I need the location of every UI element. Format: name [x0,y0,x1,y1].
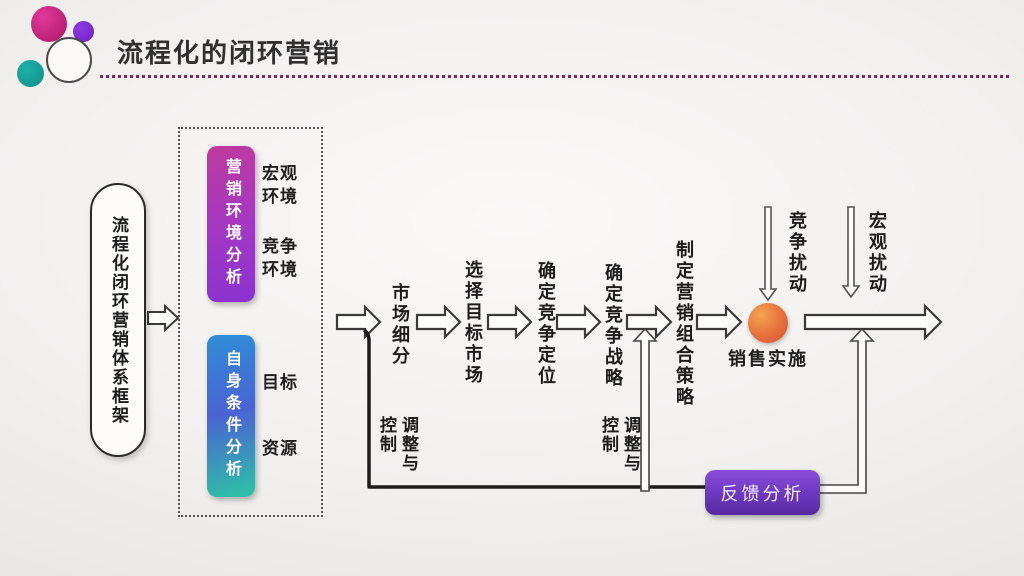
flow-arrow-output [803,303,943,341]
feedback-up-arrow-mid [632,327,658,492]
competitive-environment-label: 竞争环境 [262,237,298,279]
decor-teal-circle-icon [17,60,44,87]
flow-arrow-4 [555,304,602,340]
competitive-disturbance-label: 竞争扰动 [787,211,807,295]
env-analysis-card: 营销环境分析 [207,146,255,302]
adjust-control-label-left: 调整与控制 [377,416,418,473]
decor-white-circle-icon [46,37,92,83]
sales-implementation-label: 销售实施 [728,349,808,369]
sales-node-circle [748,303,788,343]
resource-label: 资源 [262,439,298,458]
decor-magenta-circle-icon [31,6,67,42]
feedback-line-left [362,328,715,489]
flow-arrow-3 [486,304,533,340]
feedback-analysis-label: 反馈分析 [720,483,805,504]
step-marketing-mix-strategy: 制定营销组合策略 [674,240,694,408]
arrow-pill-to-box [147,303,180,333]
decor-purple-circle-icon [73,21,94,42]
step-select-target-market: 选择目标市场 [463,260,483,386]
step-market-segmentation: 市场细分 [390,283,410,367]
flow-arrow-2 [415,304,462,340]
title-dotted-rule [100,75,1012,78]
flow-arrow-5 [625,304,673,340]
feedback-up-arrow-right [817,327,875,494]
feedback-analysis-box: 反馈分析 [705,470,820,515]
step-competitive-strategy: 确定竞争战略 [603,263,623,389]
goal-label: 目标 [262,373,298,392]
framework-pill-label: 流程化闭环营销体系框架 [109,215,128,425]
framework-pill: 流程化闭环营销体系框架 [90,183,146,457]
self-analysis-label: 自身条件分析 [223,350,240,482]
competitive-disturbance-arrow [758,206,778,302]
macro-environment-label: 宏观环境 [262,164,298,206]
slide-title: 流程化的闭环营销 [117,38,342,68]
self-analysis-card: 自身条件分析 [207,335,255,497]
macro-disturbance-label: 宏观扰动 [867,211,887,295]
adjust-control-label-mid: 调整与控制 [599,416,640,473]
env-analysis-label: 营销环境分析 [223,158,240,290]
flow-arrow-6 [695,304,743,340]
macro-disturbance-arrow [841,206,861,299]
analysis-dashed-box [178,127,323,517]
step-competitive-positioning: 确定竞争定位 [536,261,556,387]
flow-arrow-1 [335,304,382,340]
